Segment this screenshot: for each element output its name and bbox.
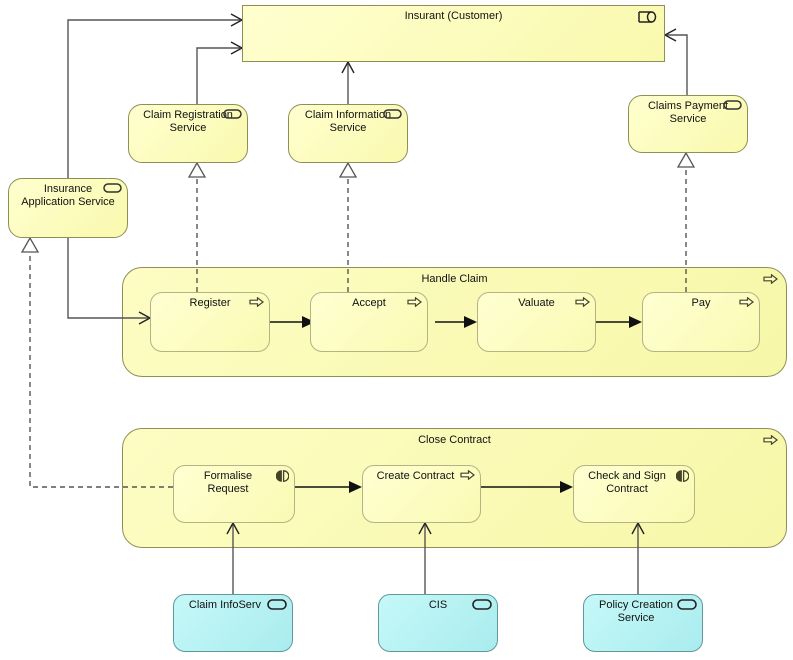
node-register[interactable]: Register: [150, 292, 270, 352]
open-arrowhead: [230, 41, 244, 55]
open-arrowhead: [663, 28, 677, 42]
process-icon: [407, 296, 422, 308]
insurant-label: Insurant (Customer): [404, 10, 503, 22]
node-create-contract[interactable]: Create Contract: [362, 465, 481, 523]
service-icon: [383, 109, 402, 119]
service-icon: [103, 183, 122, 193]
process-icon: [763, 273, 778, 285]
create-contract-label: Create Contract: [376, 470, 455, 482]
node-insurant[interactable]: Insurant (Customer): [242, 5, 665, 62]
hollow-arrowhead: [338, 161, 358, 178]
claim-infoserv-label: Claim InfoServ: [188, 599, 262, 611]
node-policy-creation-service[interactable]: Policy Creation Service: [583, 594, 703, 652]
node-claims-payment-service[interactable]: Claims Payment Service: [628, 95, 748, 153]
valuate-label: Valuate: [518, 297, 555, 309]
formalise-request-label: Formalise Request: [203, 470, 253, 495]
check-and-sign-contract-label: Check and Sign Contract: [588, 470, 666, 495]
node-insurance-application-service[interactable]: Insurance Application Service: [8, 178, 128, 238]
process-icon: [739, 296, 754, 308]
handle-claim-title: Handle Claim: [421, 273, 488, 285]
open-arrowhead: [230, 13, 244, 27]
hollow-arrowhead: [187, 161, 207, 178]
node-claim-registration-service[interactable]: Claim Registration Service: [128, 104, 248, 163]
accept-label: Accept: [352, 297, 386, 309]
claims-payment-service-label: Claims Payment Service: [647, 100, 729, 125]
serving-claims-pay-to-insurant: [667, 34, 688, 95]
process-icon: [460, 469, 475, 481]
node-claim-information-service[interactable]: Claim Information Service: [288, 104, 408, 163]
hollow-arrowhead: [676, 151, 696, 168]
register-label: Register: [189, 297, 231, 309]
serving-claim-reg-to-insurant: [196, 47, 240, 104]
node-pay[interactable]: Pay: [642, 292, 760, 352]
node-cis[interactable]: CIS: [378, 594, 498, 652]
process-icon: [763, 434, 778, 446]
hollow-arrowhead: [20, 236, 40, 253]
service-icon: [677, 599, 697, 610]
interaction-icon: [275, 470, 290, 482]
close-contract-title: Close Contract: [418, 434, 491, 446]
process-icon: [249, 296, 264, 308]
service-icon: [267, 599, 287, 610]
interaction-icon: [675, 470, 690, 482]
pay-label: Pay: [691, 297, 711, 309]
node-formalise-request[interactable]: Formalise Request: [173, 465, 295, 523]
service-icon: [223, 109, 242, 119]
node-accept[interactable]: Accept: [310, 292, 428, 352]
cis-label: CIS: [428, 599, 448, 611]
insurance-application-service-label: Insurance Application Service: [21, 183, 115, 208]
service-icon: [472, 599, 492, 610]
role-icon: [634, 11, 657, 23]
service-icon: [723, 100, 742, 110]
node-check-and-sign-contract[interactable]: Check and Sign Contract: [573, 465, 695, 523]
open-arrowhead: [341, 60, 355, 74]
policy-creation-service-label: Policy Creation Service: [599, 599, 673, 624]
node-valuate[interactable]: Valuate: [477, 292, 596, 352]
claim-information-service-label: Claim Information Service: [304, 109, 392, 134]
node-claim-infoserv[interactable]: Claim InfoServ: [173, 594, 293, 652]
process-icon: [575, 296, 590, 308]
